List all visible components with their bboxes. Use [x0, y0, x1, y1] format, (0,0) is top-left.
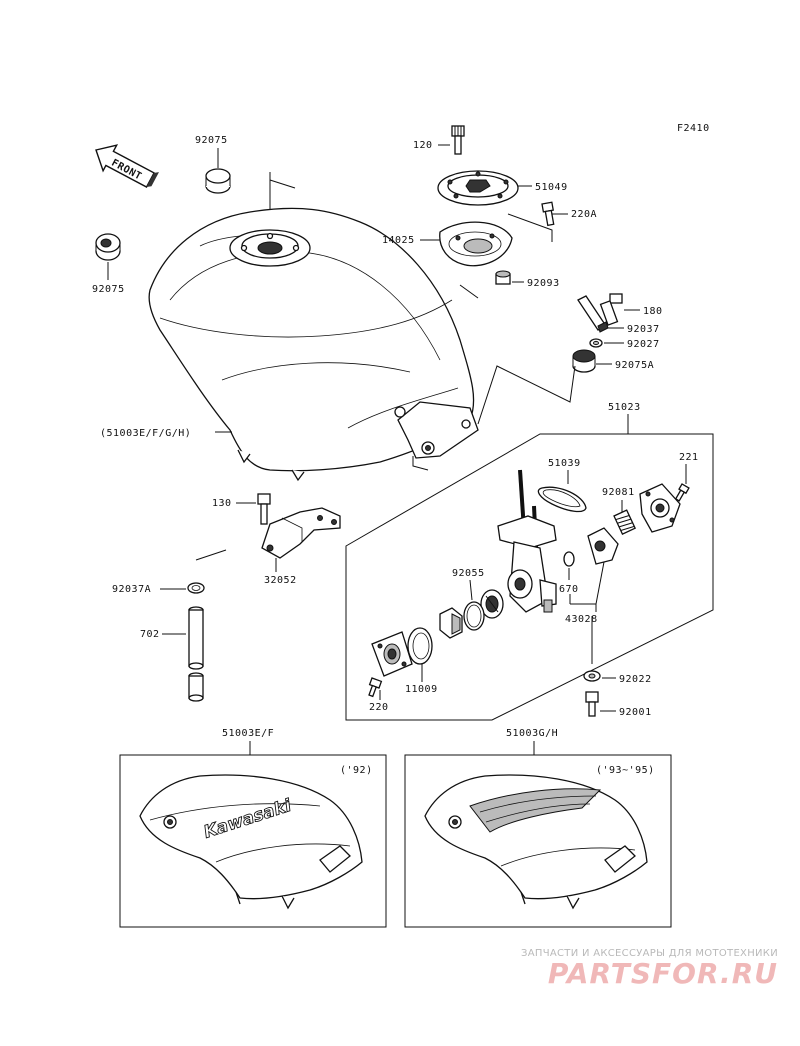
screw-221	[674, 483, 690, 502]
label-32052: 32052	[264, 575, 297, 586]
variant-year-93-95: ('93~'95)	[596, 765, 655, 776]
label-92075-left: 92075	[92, 284, 125, 295]
gasket-11009	[407, 627, 433, 665]
label-51039: 51039	[548, 458, 581, 469]
label-51003-efgh: (51003E/F/G/H)	[100, 428, 191, 439]
label-92081: 92081	[602, 487, 635, 498]
valve-lever	[439, 607, 463, 639]
label-702: 702	[140, 629, 160, 640]
label-92027: 92027	[627, 339, 660, 350]
watermark-tagline: ЗАПЧАСТИ И АКСЕССУАРЫ ДЛЯ МОТОТЕХНИКИ	[521, 948, 778, 959]
label-92093: 92093	[527, 278, 560, 289]
bolt-120	[451, 125, 465, 155]
variant-box-92	[119, 754, 387, 928]
clip-92037A	[187, 582, 205, 594]
rubber-damper-92075-left	[95, 233, 121, 261]
label-51023: 51023	[608, 402, 641, 413]
label-51003EF: 51003E/F	[222, 728, 274, 739]
fuel-petcock	[497, 469, 557, 613]
fuel-tank-variant-92: Kawasaki	[139, 774, 363, 910]
label-51049: 51049	[535, 182, 568, 193]
cap-gasket-14025	[439, 221, 513, 267]
label-92055: 92055	[452, 568, 485, 579]
label-221: 221	[679, 452, 699, 463]
bolt-180	[599, 293, 623, 326]
diaphragm-43028	[587, 527, 619, 565]
label-220A: 220A	[571, 209, 597, 220]
spring-92081	[613, 509, 637, 535]
label-92022: 92022	[619, 674, 652, 685]
hose-702	[188, 606, 204, 702]
front-arrow-icon: FRONT	[95, 144, 159, 189]
label-92037: 92037	[627, 324, 660, 335]
label-130: 130	[212, 498, 232, 509]
label-670: 670	[559, 584, 579, 595]
label-220: 220	[369, 702, 389, 713]
valve-cover-plate	[639, 483, 681, 533]
screw-220	[368, 677, 383, 698]
valve-lever-disc	[480, 589, 504, 619]
watermark: ЗАПЧАСТИ И АКСЕССУАРЫ ДЛЯ МОТОТЕХНИКИ PA…	[521, 948, 778, 990]
label-14025: 14025	[382, 235, 415, 246]
watermark-logo: PARTSFOR.RU	[547, 957, 778, 990]
fuel-valve-assembly-box	[345, 433, 714, 721]
bolt-130	[257, 493, 271, 525]
label-43028: 43028	[565, 614, 598, 625]
bolt-92001	[585, 691, 599, 717]
label-92001: 92001	[619, 707, 652, 718]
label-120: 120	[413, 140, 433, 151]
o-ring-670	[563, 551, 575, 567]
washer-92027	[589, 338, 603, 348]
label-51003GH: 51003G/H	[506, 728, 558, 739]
o-ring-gasket-51039	[537, 486, 587, 513]
grommet-92075A	[572, 349, 596, 373]
bracket-32052	[261, 507, 341, 559]
rubber-damper-92075-top	[205, 168, 231, 194]
label-92037A: 92037A	[112, 584, 151, 595]
fuel-tank	[148, 207, 479, 482]
label-180: 180	[643, 306, 663, 317]
figure-code: F2410	[677, 123, 710, 134]
label-92075A: 92075A	[615, 360, 654, 371]
label-92075-top: 92075	[195, 135, 228, 146]
variant-box-93-95	[404, 754, 672, 928]
drain-nipple-92093	[495, 270, 511, 285]
fuel-tank-variant-93-95	[424, 774, 648, 910]
petcock-mount-plate	[371, 631, 413, 677]
washer-92022	[583, 670, 601, 682]
o-ring-92055	[463, 601, 485, 631]
variant-year-92: ('92)	[340, 765, 373, 776]
fuel-cap-51049	[437, 170, 519, 206]
label-11009: 11009	[405, 684, 438, 695]
bolt-220A	[541, 201, 555, 227]
